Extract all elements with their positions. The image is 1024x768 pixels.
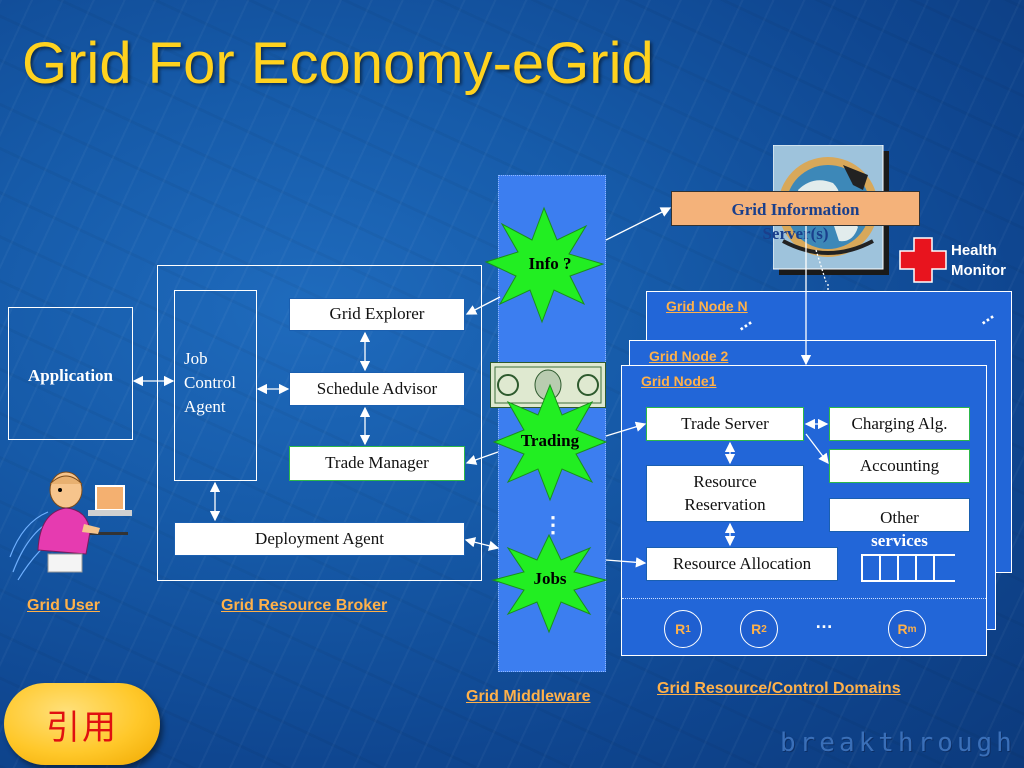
breakthrough-watermark: breakthrough (780, 728, 1016, 758)
trading-starburst (492, 383, 608, 502)
broker-panel (157, 265, 482, 581)
middleware-ellipsis: ⋮ (542, 512, 564, 537)
job-control-agent-box (174, 290, 257, 481)
arrow-deployment-jobs (464, 537, 500, 551)
grid-node-1-label: Grid Node1 (641, 373, 717, 389)
resource-ellipsis: … (815, 612, 833, 632)
node1-divider (622, 598, 986, 599)
arrow-info-explorer (465, 296, 501, 315)
trade-server-box: Trade Server (646, 407, 804, 441)
schedule-advisor-box: Schedule Advisor (289, 372, 465, 406)
middleware-label: Grid Middleware (466, 688, 591, 705)
health-monitor-cross-icon (899, 237, 947, 283)
grid-information-server-box: Grid Information (671, 191, 920, 226)
job-queue-icon (861, 554, 955, 582)
accounting-box: Accounting (829, 449, 970, 483)
arrow-tradeserver-accounting (805, 433, 829, 465)
grid-node-n-label: Grid Node N (666, 298, 748, 314)
broker-label: Grid Resource Broker (221, 597, 388, 614)
quote-button-label: 引用 (46, 707, 118, 748)
grid-information-server-line2: Server(s) (762, 224, 829, 243)
grid-user-panel (8, 307, 133, 440)
jobs-label: Jobs (533, 569, 567, 588)
jobs-starburst (491, 533, 608, 634)
grid-explorer-box: Grid Explorer (289, 298, 465, 331)
quote-button[interactable]: 引用 (4, 683, 160, 765)
info-label: Info ? (528, 254, 572, 273)
trading-label: Trading (520, 431, 580, 450)
trade-manager-box: Trade Manager (289, 446, 465, 481)
other-services-box: Other (829, 498, 970, 532)
page-title: Grid For Economy-eGrid (22, 31, 654, 96)
resource-reservation-box: Resource Reservation (646, 465, 804, 522)
grid-node-2-label: Grid Node 2 (649, 348, 729, 364)
grid-user-label: Grid User (27, 597, 100, 614)
domains-label: Grid Resource/Control Domains (657, 680, 901, 697)
arrow-trading-trademanager (465, 451, 499, 465)
job-control-agent-label: Job Control Agent (184, 349, 236, 416)
deployment-agent-box: Deployment Agent (174, 522, 465, 556)
dollar-bill-icon (490, 362, 606, 408)
other-services-line2: services (871, 531, 928, 550)
grid-user-figure (9, 471, 132, 581)
info-starburst (484, 206, 605, 324)
arrow-trading-tradeserver (605, 421, 647, 437)
arrow-info-gis (605, 207, 672, 241)
arrow-globe-gis-dotted (815, 249, 827, 283)
application-label: Application (27, 366, 114, 385)
health-monitor-label: Health Monitor (951, 242, 1006, 279)
resource-allocation-box: Resource Allocation (646, 547, 838, 581)
arrow-jobs-allocation (605, 557, 647, 568)
charging-alg-box: Charging Alg. (829, 407, 970, 441)
